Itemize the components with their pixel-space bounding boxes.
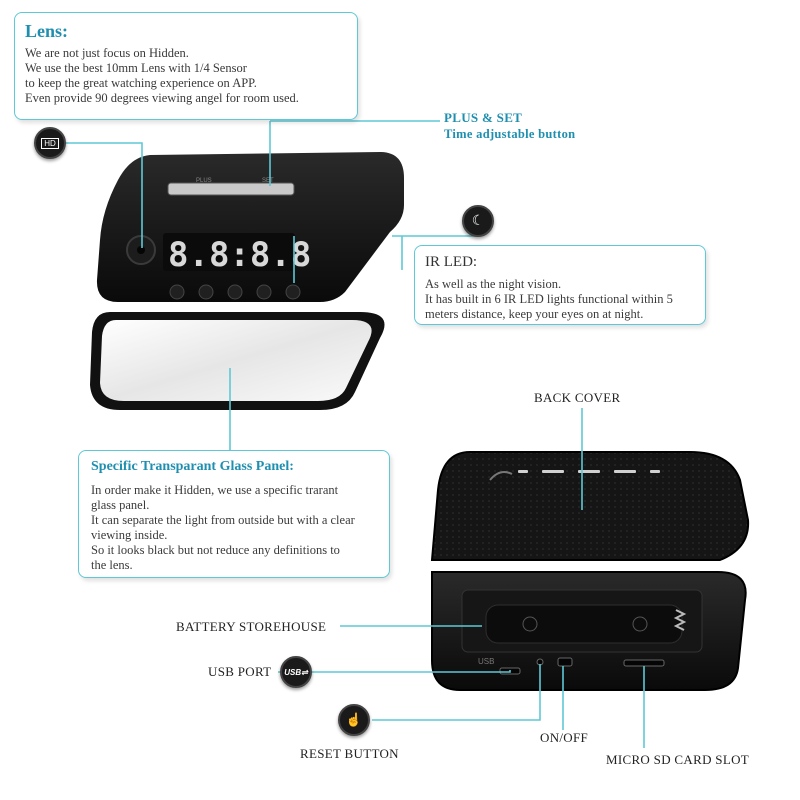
glass-title: Specific Transparant Glass Panel:	[91, 459, 294, 474]
ir-led-line-3: meters distance, keep your eyes on at ni…	[425, 307, 644, 321]
on-off-label: ON/OFF	[540, 730, 589, 745]
glass-line-1: In order make it Hidden, we use a specif…	[91, 483, 339, 497]
back-cover	[430, 451, 750, 561]
glass-line-2: glass panel.	[91, 498, 150, 512]
on-off-switch[interactable]	[557, 657, 573, 667]
set-slot-label: SET	[262, 178, 274, 184]
sd-card-slot[interactable]	[623, 659, 665, 667]
reset-button-label: RESET BUTTON	[300, 746, 399, 761]
touch-icon: ☝	[338, 704, 370, 736]
plus-slot-label: PLUS	[196, 178, 212, 184]
plus-set-slot[interactable]	[167, 182, 295, 196]
ir-led-title: IR LED:	[425, 254, 478, 270]
glass-line-6: the lens.	[91, 558, 133, 572]
plus-set-subtitle: Time adjustable button	[444, 127, 576, 141]
hd-icon: HD	[34, 127, 66, 159]
ir-led-line-1: As well as the night vision.	[425, 277, 562, 291]
back-cover-label: BACK COVER	[534, 390, 621, 405]
glass-line-3: It can separate the light from outside b…	[91, 513, 355, 527]
usb-port-label: USB PORT	[208, 664, 272, 679]
glass-callout: Specific Transparant Glass Panel: In ord…	[78, 450, 390, 578]
battery-label: BATTERY STOREHOUSE	[176, 619, 327, 634]
glass-line-4: viewing inside.	[91, 528, 168, 542]
moon-icon: ☾	[462, 205, 494, 237]
lens-line-2: We use the best 10mm Lens with 1/4 Senso…	[25, 61, 247, 75]
lens-line-1: We are not just focus on Hidden.	[25, 46, 189, 60]
sd-slot-label: MICRO SD CARD SLOT	[606, 752, 750, 767]
ir-led-row	[169, 284, 301, 300]
ir-led-line-2: It has built in 6 IR LED lights function…	[425, 292, 673, 306]
clock-display: 8.8:8.8	[168, 235, 311, 275]
battery-housing: USB	[431, 571, 747, 691]
usb-icon: USB⇌	[280, 656, 312, 688]
ir-led-callout: IR LED: As well as the night vision. It …	[414, 245, 706, 325]
clock-front-body: PLUS SET 8.8:8.8	[96, 152, 405, 302]
glass-panel	[90, 312, 385, 410]
lens-callout: Lens: We are not just focus on Hidden. W…	[14, 12, 358, 120]
glass-line-5: So it looks black but not reduce any def…	[91, 543, 340, 557]
lens-title: Lens:	[25, 21, 69, 41]
plus-set-title: PLUS & SET	[444, 110, 523, 125]
lens-line-4: Even provide 90 degrees viewing angel fo…	[25, 91, 299, 105]
usb-port-text: USB	[478, 657, 494, 666]
lens-line-3: to keep the great watching experience on…	[25, 76, 257, 90]
